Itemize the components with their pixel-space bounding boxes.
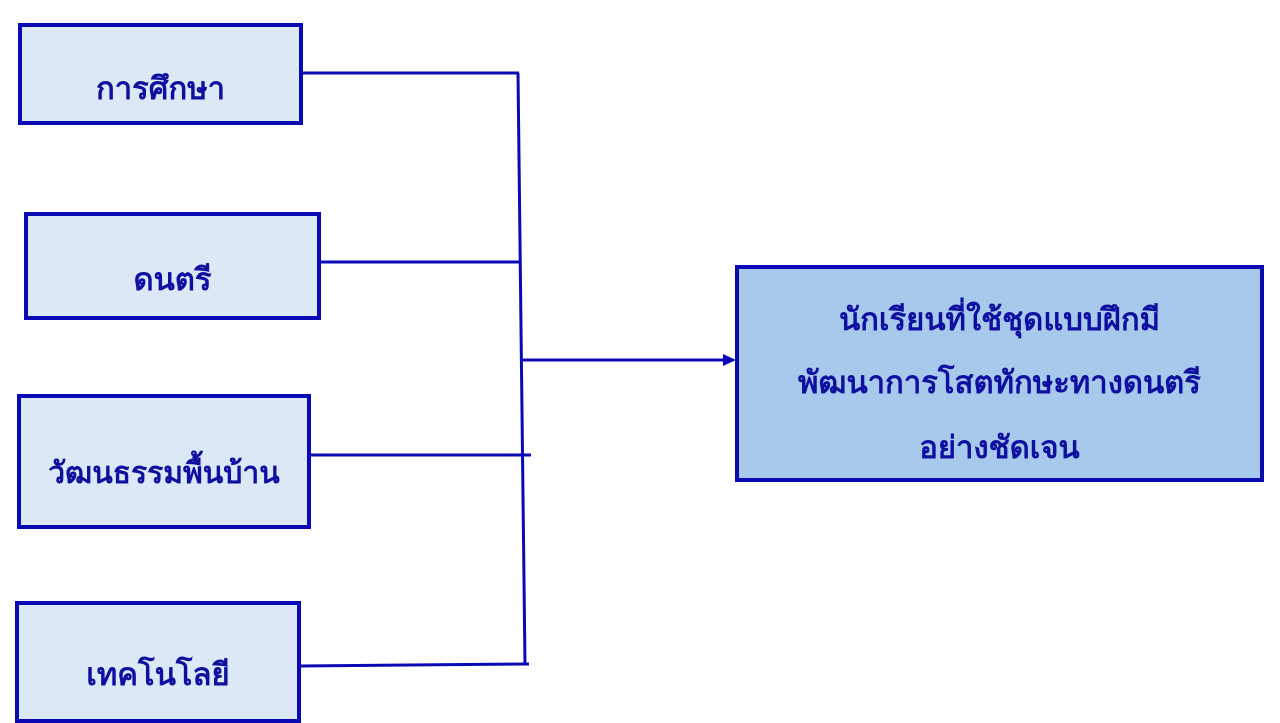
result-line-2: พัฒนาการโสตทักษะทางดนตรี [798, 365, 1201, 401]
factor-label: วัฒนธรรมพื้นบ้าน [48, 456, 280, 491]
factor-label: เทคโนโลยี [86, 657, 230, 693]
connector-vertical-bus [516, 72, 527, 666]
factor-label: การศึกษา [95, 71, 226, 107]
factor-box-folk-culture: วัฒนธรรมพื้นบ้าน [17, 394, 311, 529]
factor-box-music: ดนตรี [24, 212, 321, 320]
factor-box-education: การศึกษา [18, 23, 303, 125]
factor-box-technology: เทคโนโลยี [15, 601, 301, 723]
factor-label: ดนตรี [133, 262, 212, 298]
result-line-3: อย่างชัดเจน [919, 430, 1080, 466]
arrow-head-icon [723, 354, 736, 366]
result-box: นักเรียนที่ใช้ชุดแบบฝึกมี พัฒนาการโสตทัก… [735, 265, 1264, 482]
result-line-1: นักเรียนที่ใช้ชุดแบบฝึกมี [838, 302, 1161, 338]
connector-technology [299, 662, 530, 668]
